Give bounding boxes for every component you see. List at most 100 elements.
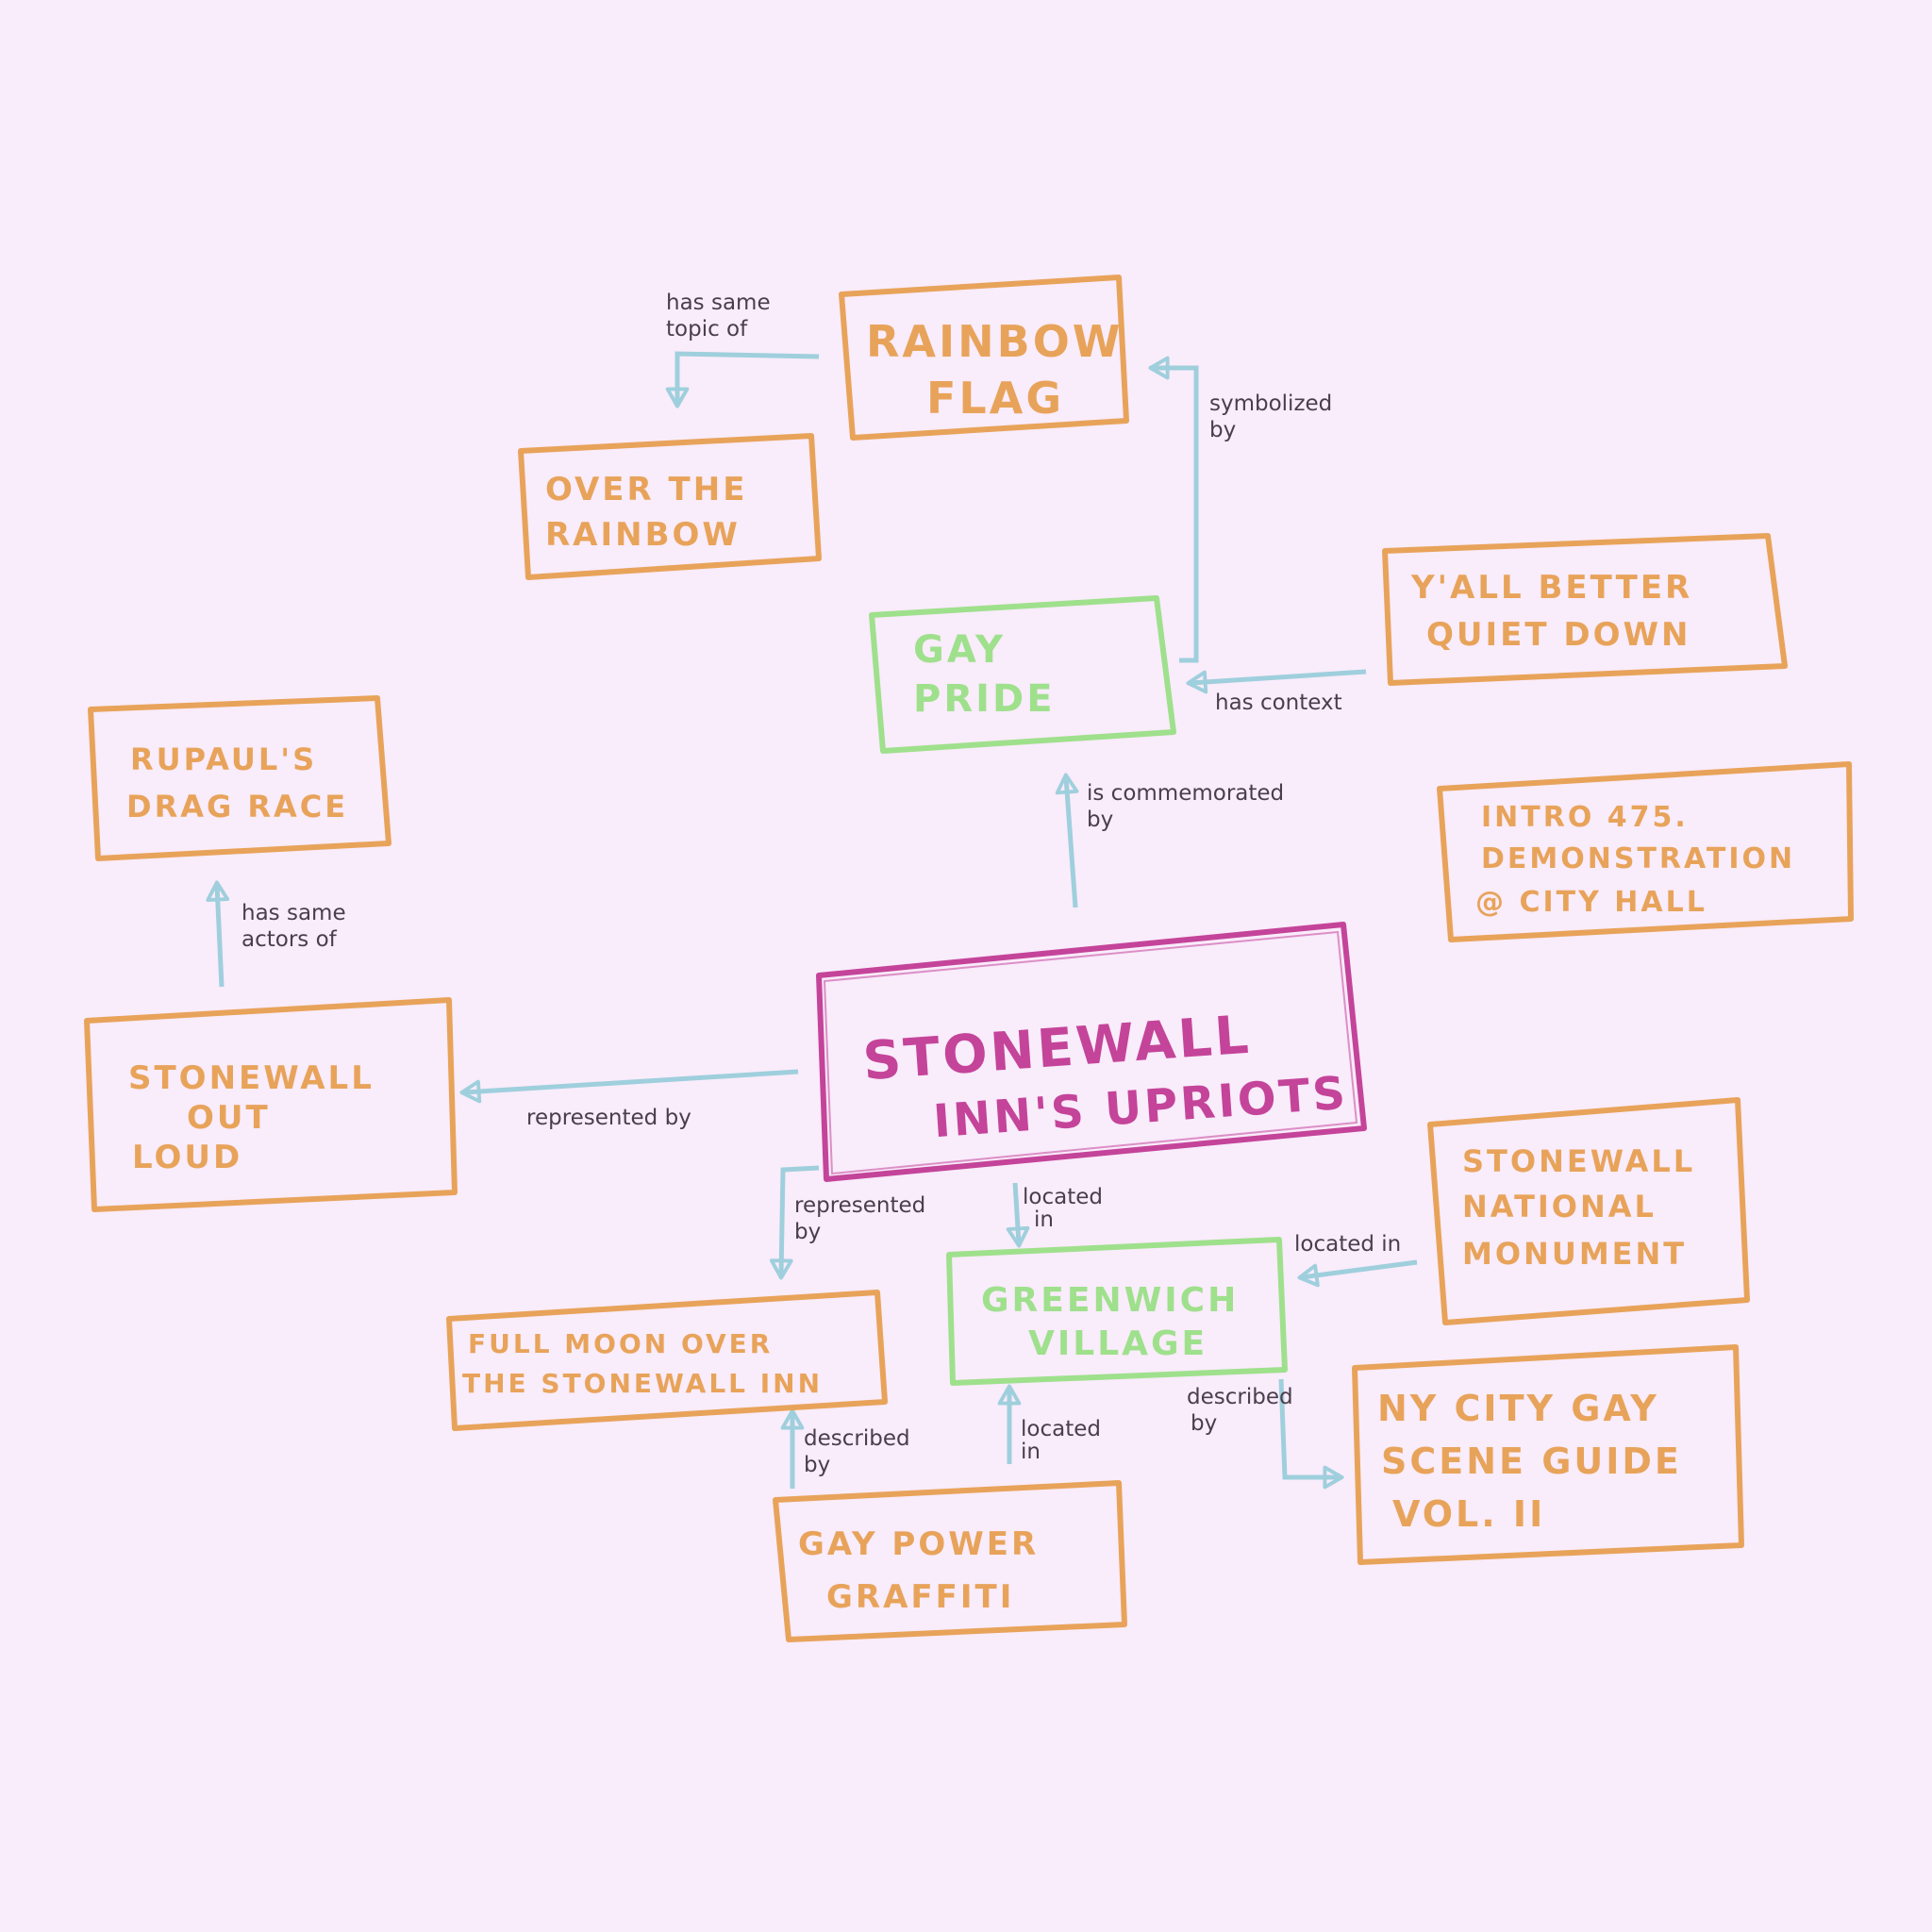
svg-text:RAINBOW FLAG: RAINBOW FLAG [866,316,1141,424]
edge-line [1148,356,1199,663]
edge-label-line: by [804,1453,830,1477]
edge-label-line: in [1021,1440,1041,1464]
edge-label-line: is commemorated [1087,781,1284,806]
node-label-line: GRAFFITI [826,1578,1014,1616]
node-label-line: Y'ALL BETTER [1410,569,1692,607]
node-ny-city-gay-scene-guide[interactable]: NY CITY GAY SCENE GUIDE VOL. II [1352,1344,1744,1565]
edge-label-line: represented [794,1193,925,1218]
node-rainbow-flag[interactable]: RAINBOW FLAG [839,275,1141,441]
node-stonewall-national-monument[interactable]: STONEWALL NATIONAL MONUMENT [1427,1097,1750,1325]
node-label-line: FULL MOON OVER [468,1328,773,1359]
svg-text:OVER THE RAINBOW: OVER THE RAINBOW [545,471,761,554]
node-box [1352,1344,1744,1565]
node-label-line: MONUMENT [1462,1236,1687,1272]
edge-line [206,880,230,988]
edge-symbolized-by: symbolized by [1148,356,1340,663]
node-label-line: INTRO 475. [1481,801,1689,834]
edge-label-line: symbolized [1209,391,1332,416]
svg-text:GAY PRIDE: GAY PRIDE [913,628,1056,721]
edge-described-by-guide: described by [1187,1378,1344,1490]
svg-text:is commemorated by: is commemorated by [1087,781,1291,832]
node-label-line: GAY [913,628,1006,672]
node-label-line: STONEWALL [128,1059,375,1097]
node-box [88,695,391,861]
edge-located-in-graffiti: located in [997,1384,1108,1464]
node-gay-power-graffiti[interactable]: GAY POWER GRAFFITI [773,1480,1127,1642]
svg-text:has same topic of: has same topic of [666,291,777,341]
edge-represented-by-out-loud: represented by [459,1069,799,1130]
svg-text:symbolized by: symbolized by [1209,391,1340,442]
svg-text:GAY POWER GRAFFITI: GAY POWER GRAFFITI [798,1525,1053,1616]
node-label-line: FLAG [926,373,1064,424]
node-rupauls-drag-race[interactable]: RUPAUL'S DRAG RACE [88,695,391,861]
node-label-line: PRIDE [913,677,1056,721]
svg-text:NY CITY GAY SCENE GUID: NY CITY GAY SCENE GUIDE VOL. II [1377,1388,1697,1535]
svg-text:STONEWALL NATIONAL: STONEWALL NATIONAL MONUMENT [1462,1143,1708,1272]
node-box [518,433,822,580]
edge-located-in-monument: located in [1294,1232,1418,1288]
node-label-line: STONEWALL [1462,1143,1695,1179]
svg-text:represented by: represented by [526,1106,691,1130]
node-label-line: NATIONAL [1462,1189,1657,1224]
edge-located-in-stonewall: located in [1006,1182,1103,1248]
node-box [1382,533,1788,686]
edge-label-line: actors of [242,927,338,952]
edge-line [1297,1259,1418,1288]
svg-text:INTRO 475. DEMONSTRATI: INTRO 475. DEMONSTRATION @ CITY HALL [1475,801,1808,919]
svg-text:represented by: represented by [794,1193,933,1244]
svg-text:located in: located in [1021,1417,1108,1464]
node-label-line: @ CITY HALL [1475,886,1707,919]
node-label-line: THE STONEWALL INN [462,1368,823,1399]
node-over-the-rainbow[interactable]: OVER THE RAINBOW [518,433,822,580]
svg-text:STONEWALL OUT: STONEWALL OUT LOUD [128,1059,389,1176]
node-box [839,275,1129,441]
edge-label-line: by [1209,418,1236,442]
node-yall-better-quiet-down[interactable]: Y'ALL BETTER QUIET DOWN [1382,533,1788,686]
node-label-line: OUT [187,1099,271,1137]
edge-label-line: has same [242,901,346,925]
edge-line [459,1069,799,1104]
svg-text:GREENWICH VILLAGE: GREENWICH VILLAGE [981,1281,1254,1363]
node-label-line: VOL. II [1392,1493,1545,1535]
node-box [1437,761,1854,942]
node-label-line: SCENE GUIDE [1381,1441,1682,1482]
node-stonewall-inns-upriots[interactable]: STONEWALL INN'S UPRIOTS [816,922,1367,1182]
edge-line [1186,669,1367,694]
node-label-line: RUPAUL'S [130,741,317,777]
node-gay-pride[interactable]: GAY PRIDE [869,595,1176,754]
edge-is-commemorated-by: is commemorated by [1055,773,1291,908]
edge-label-line: in [1034,1208,1054,1232]
svg-text:RUPAUL'S DRAG RACE: RUPAUL'S DRAG RACE [126,741,348,824]
edge-label-line: described [1187,1385,1293,1409]
node-greenwich-village[interactable]: GREENWICH VILLAGE [946,1237,1288,1386]
node-full-moon-over-stonewall-inn[interactable]: FULL MOON OVER THE STONEWALL INN [446,1290,888,1431]
node-box [1427,1097,1750,1325]
svg-text:described by: described by [804,1426,917,1477]
node-intro-475-demonstration[interactable]: INTRO 475. DEMONSTRATION @ CITY HALL [1437,761,1854,942]
node-label-line: QUIET DOWN [1426,616,1691,654]
node-label-line: DRAG RACE [126,789,348,824]
edge-has-same-actors-of: has same actors of [206,880,346,988]
edge-label-line: by [794,1220,821,1244]
edge-label-line: described [804,1426,910,1451]
node-box [816,922,1367,1182]
edge-line [769,1165,820,1280]
edge-line [1278,1378,1344,1490]
svg-text:FULL MOON OVER THE STO: FULL MOON OVER THE STONEWALL INN [462,1328,823,1399]
node-box [84,997,458,1212]
edge-line [665,351,820,408]
edge-label-line: by [1191,1411,1217,1436]
node-stonewall-out-loud[interactable]: STONEWALL OUT LOUD [84,997,458,1212]
edge-described-by-graffiti: described by [780,1408,917,1489]
edge-label-line: represented by [526,1106,691,1130]
node-label-line: GREENWICH [981,1281,1239,1320]
node-label-line: RAINBOW [545,516,741,554]
svg-text:described by: described by [1187,1385,1300,1436]
svg-text:Y'ALL BETTER QUIET DOW: Y'ALL BETTER QUIET DOWN [1410,569,1707,654]
edge-has-same-topic-of: has same topic of [665,291,820,408]
node-label-line: VILLAGE [1028,1324,1208,1363]
nodes: STONEWALL INN'S UPRIOTS GAY PRIDE GREENW… [84,275,1854,1642]
node-box [446,1290,888,1431]
edge-label-line: located in [1294,1232,1401,1257]
